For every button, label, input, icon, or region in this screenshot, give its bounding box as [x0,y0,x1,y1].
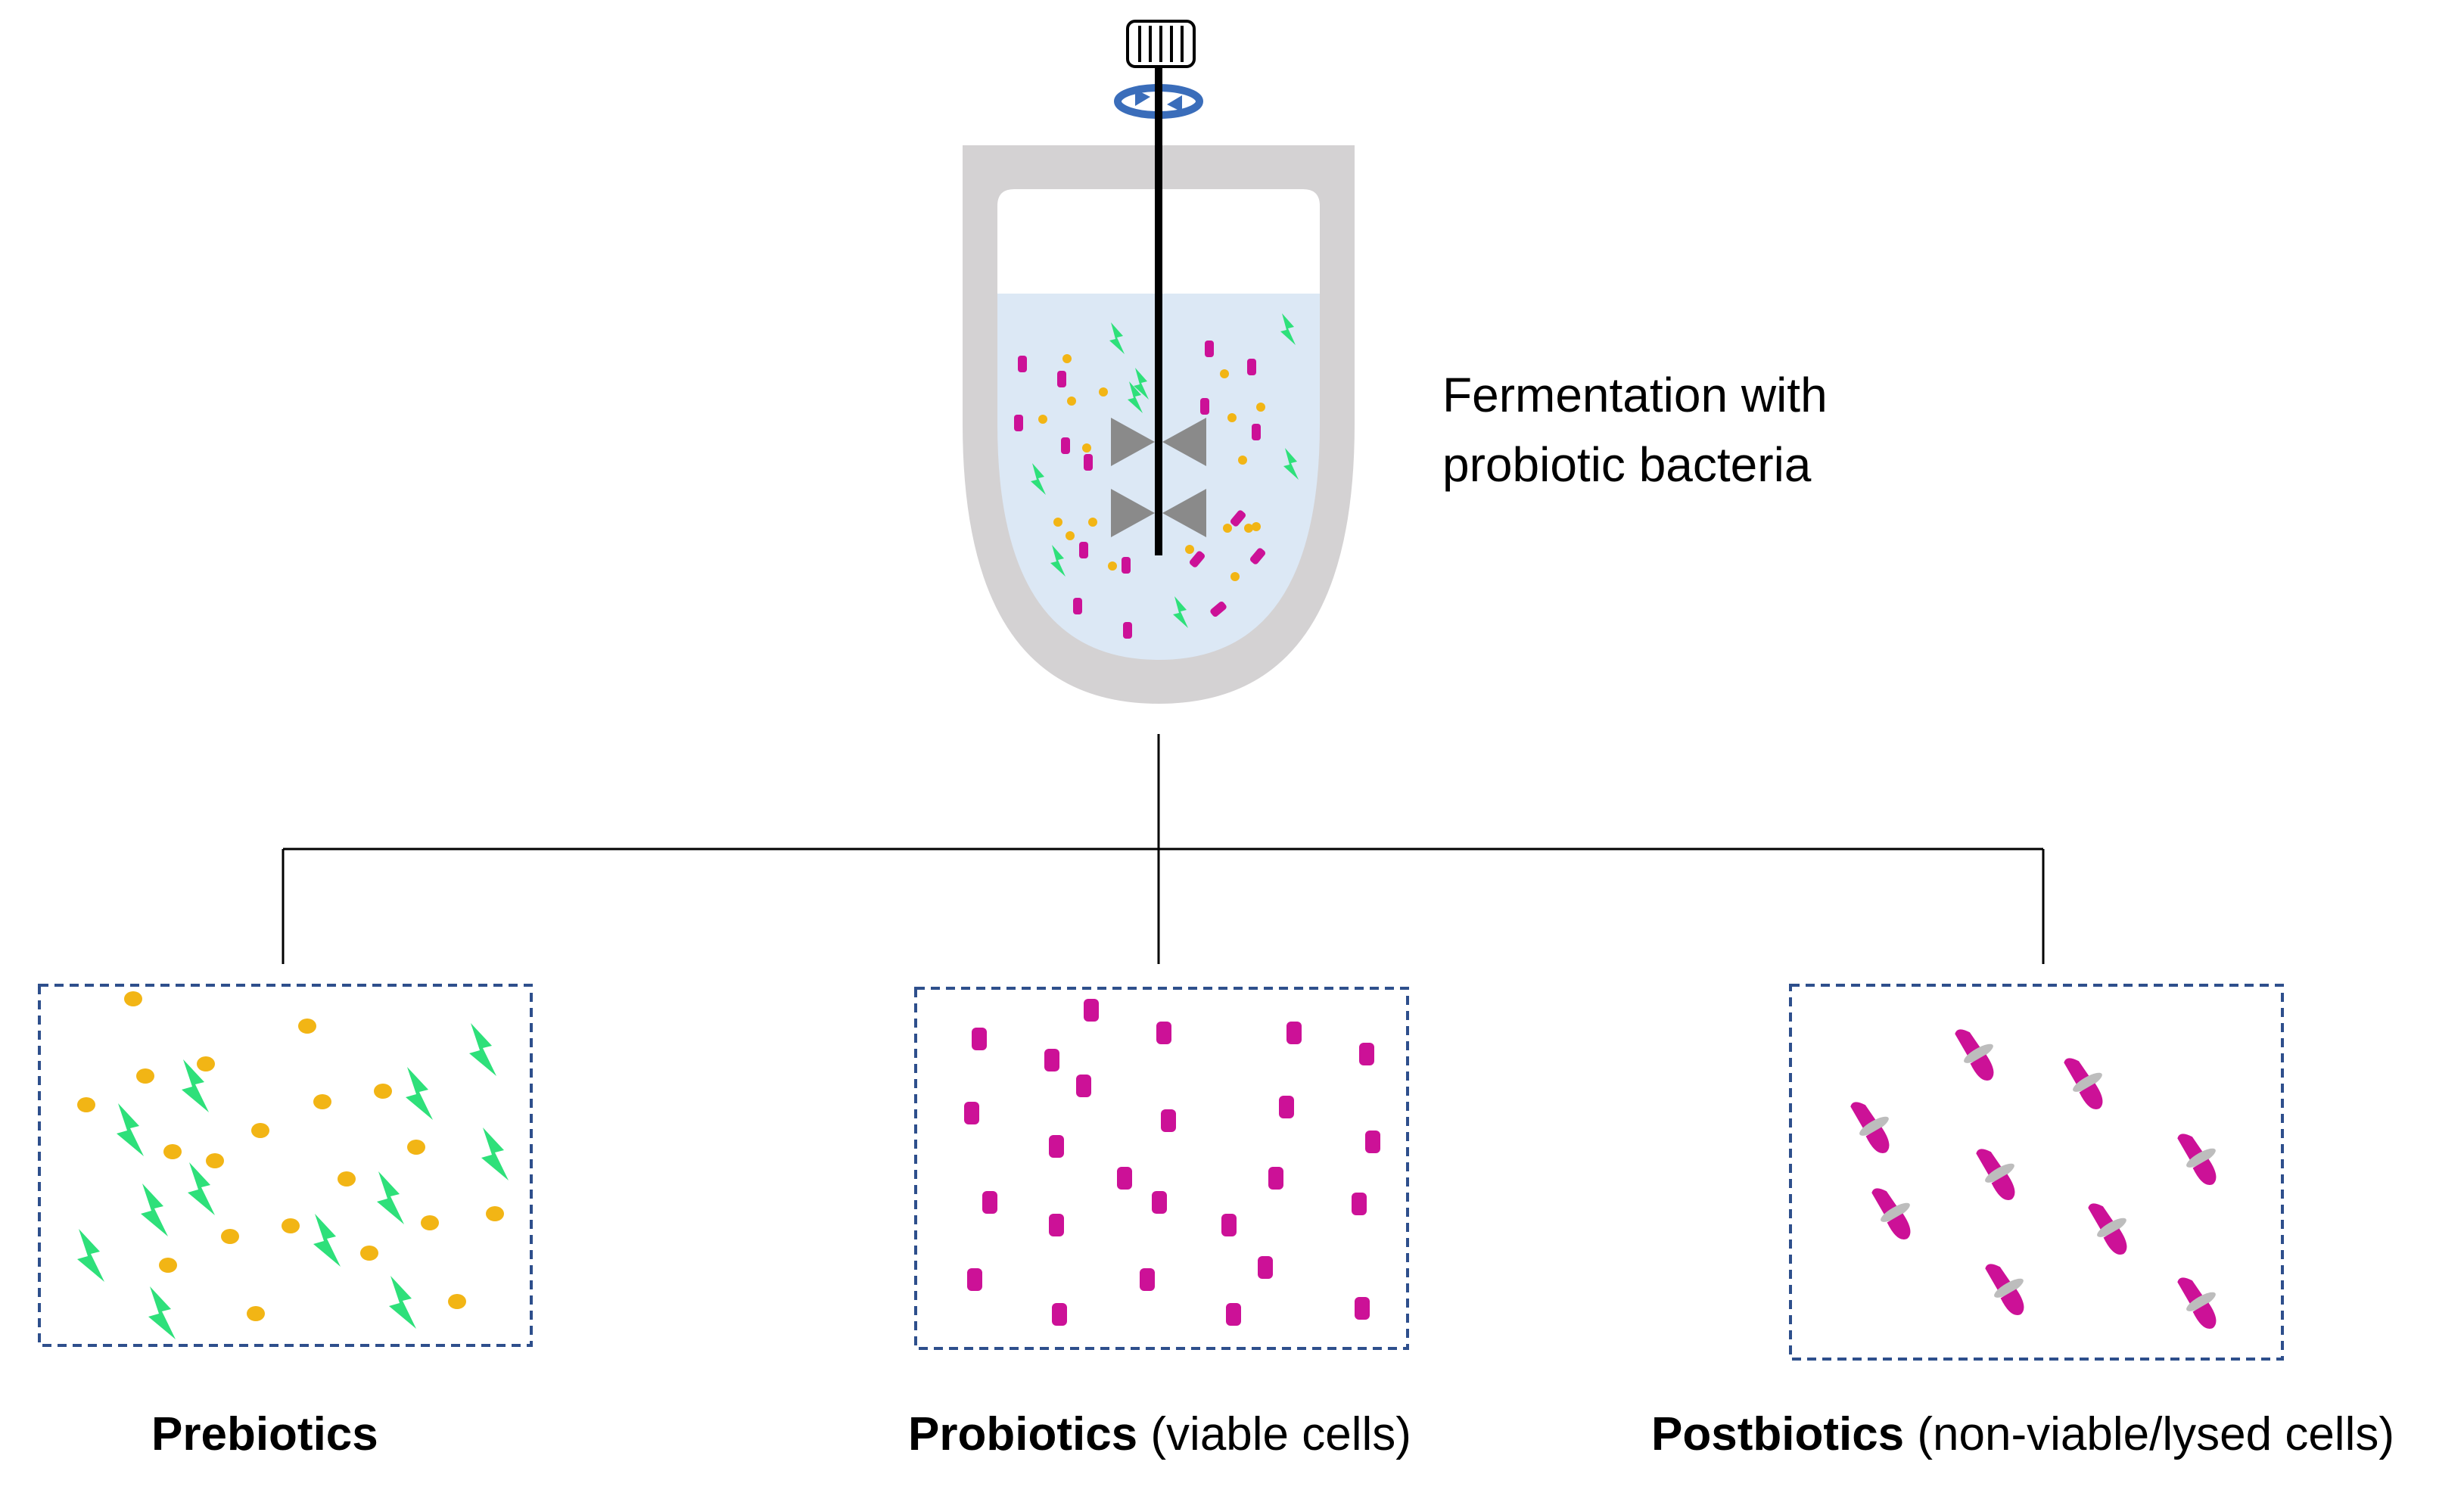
probiotic-cells [964,999,1380,1326]
prebiotics-box [38,984,533,1347]
probiotics-box [914,987,1409,1350]
probiotics-label: Probiotics (viable cells) [908,1407,1411,1461]
probiotics-note: (viable cells) [1137,1408,1411,1460]
impeller-blades [1111,418,1206,537]
postbiotics-title: Postbiotics [1651,1408,1905,1460]
postbiotics-note: (non-viable/lysed cells) [1904,1408,2394,1460]
prebiotics-title: Prebiotics [151,1408,378,1460]
fermentation-caption-line1: Fermentation with [1442,368,1828,422]
stirrer [1111,20,1206,555]
fermentation-caption: Fermentation with probiotic bacteria [1442,360,1828,499]
connector-lines [282,734,2045,964]
postbiotics-box [1789,984,2284,1361]
liquid-prebiotic-dots [1038,354,1265,581]
prebiotics-label: Prebiotics [151,1407,378,1461]
liquid-bacteria [1014,341,1266,639]
postbiotics-label: Postbiotics (non-viable/lysed cells) [1651,1407,2394,1461]
prebiotic-dots [77,991,504,1321]
lysed-cells [1850,1029,2217,1329]
probiotics-title: Probiotics [908,1408,1138,1460]
panel-boxes [38,984,2284,1361]
stirrer-shaft [1155,67,1162,555]
fermentation-caption-line2: probiotic bacteria [1442,437,1812,492]
